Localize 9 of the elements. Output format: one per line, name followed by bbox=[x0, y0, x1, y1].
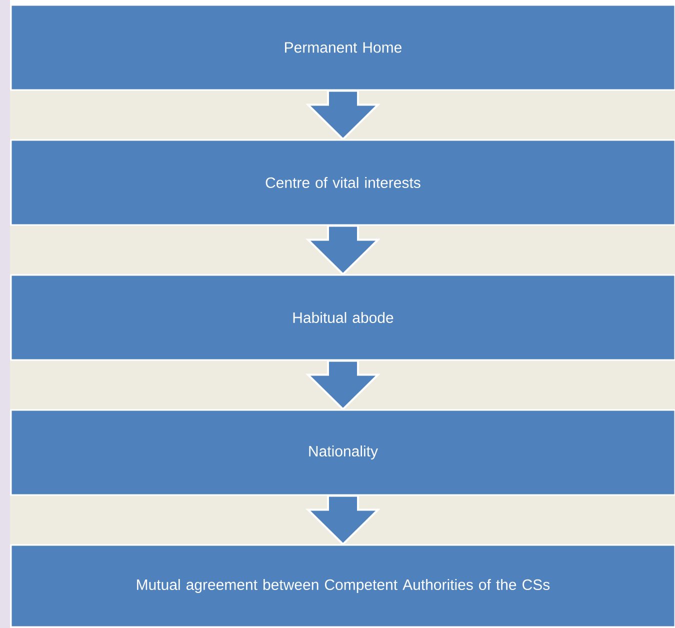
block-arrow bbox=[306, 90, 380, 141]
process-box: Habitual abode bbox=[10, 274, 675, 361]
process-box: Centre of vital interests bbox=[10, 139, 675, 226]
process-box: Permanent Home bbox=[10, 4, 675, 91]
block-arrow bbox=[306, 360, 380, 411]
process-box: Mutual agreement between Competent Authorities of the CSs bbox=[10, 544, 675, 628]
process-box: Nationality bbox=[10, 409, 675, 496]
block-arrow bbox=[306, 224, 380, 276]
block-arrow bbox=[306, 494, 380, 546]
